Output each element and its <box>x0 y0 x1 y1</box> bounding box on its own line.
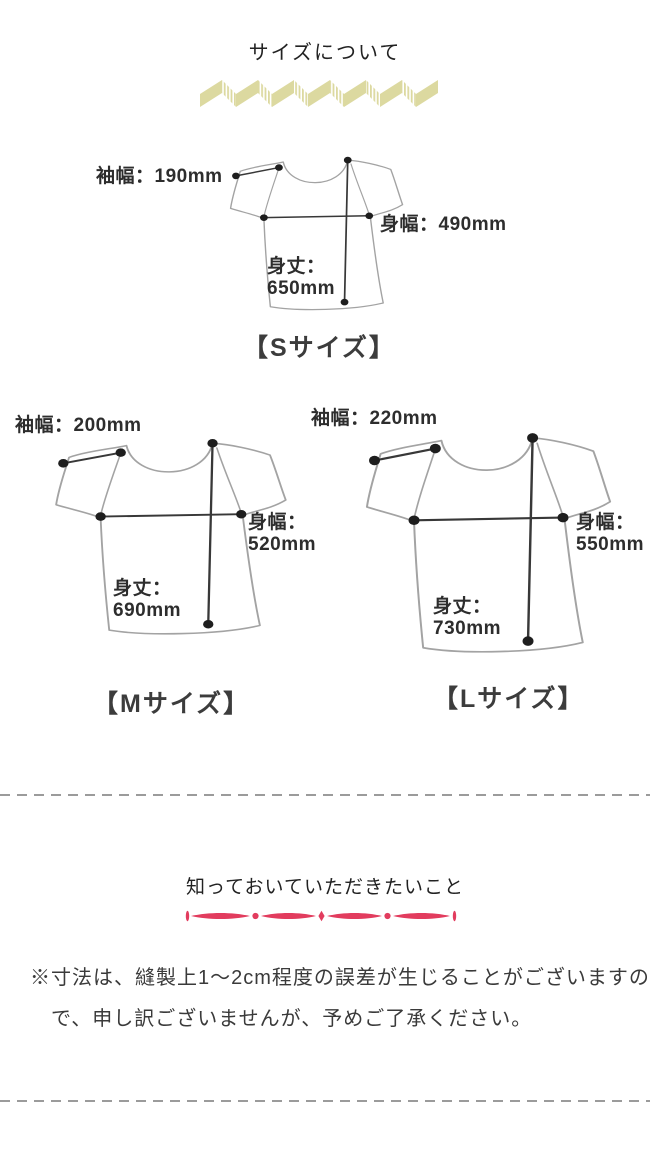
size-caption-l: 【Lサイズ】 <box>433 685 585 713</box>
dashed-divider-top <box>0 794 650 796</box>
divider-spindle <box>261 913 316 919</box>
divider-end-tick <box>185 910 190 922</box>
body-width-label-m: 身幅： 520mm <box>248 512 316 556</box>
body-width-label-line1: 身幅： <box>576 512 635 533</box>
sleeve-width-label-s: 袖幅：190mm <box>96 166 223 187</box>
body-width-label-s: 身幅：490mm <box>380 214 507 235</box>
dashed-divider-bottom <box>0 1100 650 1102</box>
sleeve-width-label-m: 袖幅：200mm <box>15 415 142 436</box>
divider-spindle <box>393 913 450 919</box>
red-divider-shapes <box>185 910 457 922</box>
body-length-label-line2: 730mm <box>433 618 501 639</box>
divider-spindle <box>327 913 382 919</box>
body-length-label-s: 身丈： 650mm <box>267 256 335 300</box>
divider-spindle <box>191 913 250 919</box>
divider-diamond <box>318 910 325 922</box>
tape-folded-segments <box>222 80 416 107</box>
divider-dot <box>384 912 391 920</box>
sleeve-width-label-l: 袖幅：220mm <box>311 408 438 429</box>
divider-end-tick <box>452 910 457 922</box>
body-length-label-line1: 身丈： <box>267 256 326 277</box>
body-length-label-l: 身丈： 730mm <box>433 596 501 640</box>
tape-rising-segments <box>200 80 438 107</box>
body-length-label-line1: 身丈： <box>433 596 492 617</box>
body-length-label-line2: 650mm <box>267 278 335 299</box>
washi-tape-divider <box>200 80 438 107</box>
notice-text: ※寸法は、縫製上1〜2cm程度の誤差が生じることがございますの で、申し訳ござい… <box>30 958 650 1040</box>
body-width-label-line2: 550mm <box>576 534 644 555</box>
body-length-label-line2: 690mm <box>113 600 181 621</box>
notice-title: 知っておいていただきたいこと <box>186 876 464 898</box>
page-title: サイズについて <box>248 40 402 64</box>
body-width-label-line2: 520mm <box>248 534 316 555</box>
size-caption-m: 【Mサイズ】 <box>93 690 251 718</box>
body-width-label-l: 身幅： 550mm <box>576 512 644 556</box>
body-length-label-m: 身丈： 690mm <box>113 578 181 622</box>
body-width-label-line1: 身幅： <box>248 512 307 533</box>
divider-dot <box>252 912 259 920</box>
notice-line-1: ※寸法は、縫製上1〜2cm程度の誤差が生じることがございますの <box>30 967 650 989</box>
notice-line-2: で、申し訳ございませんが、予めご了承ください。 <box>51 1008 533 1030</box>
size-caption-s: 【Sサイズ】 <box>243 334 396 362</box>
red-accent-divider <box>185 910 457 922</box>
body-length-label-line1: 身丈： <box>113 578 172 599</box>
